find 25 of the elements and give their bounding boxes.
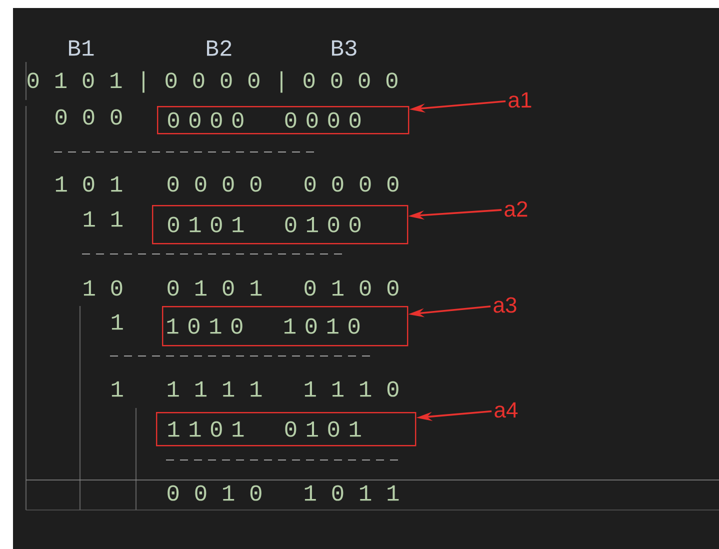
bit-row: 0 1 0 0 xyxy=(304,280,398,296)
bit-row: 0 1 0 1 xyxy=(168,280,262,296)
callout-label: a3 xyxy=(494,297,516,313)
bit-row: 1 1 1 0 xyxy=(304,381,398,397)
callout-label: a2 xyxy=(504,201,528,217)
highlight-box: 0 0 0 0 0 0 0 0 xyxy=(157,106,410,134)
column-header: B2 xyxy=(207,40,232,56)
bit-row: 0 0 0 xyxy=(56,109,122,125)
bit-row: 0 0 0 0 xyxy=(168,176,262,192)
bit-row: 0 0 1 0 xyxy=(168,485,262,501)
column-header: B3 xyxy=(332,40,356,56)
bit-row: 1 0 xyxy=(84,280,122,296)
highlight-box: 1 0 1 0 1 0 1 0 xyxy=(162,306,408,346)
bit-row: 1 xyxy=(112,314,123,330)
bit-row: 1 0 1 1 xyxy=(304,485,399,501)
bit-row: 1 xyxy=(112,381,123,397)
callout-label: a4 xyxy=(494,402,518,418)
bit-row: 1 1 xyxy=(84,211,122,227)
bit-row: 1 0 1 xyxy=(56,176,122,192)
column-header: B1 xyxy=(69,40,94,56)
bit-row: 1 1 1 1 xyxy=(168,381,262,397)
highlight-box: 0 1 0 1 0 1 0 0 xyxy=(152,205,408,244)
highlight-box: 1 1 0 1 0 1 0 1 xyxy=(156,412,416,446)
bit-row: 0 0 0 0 xyxy=(304,176,398,192)
callout-label: a1 xyxy=(508,92,532,108)
